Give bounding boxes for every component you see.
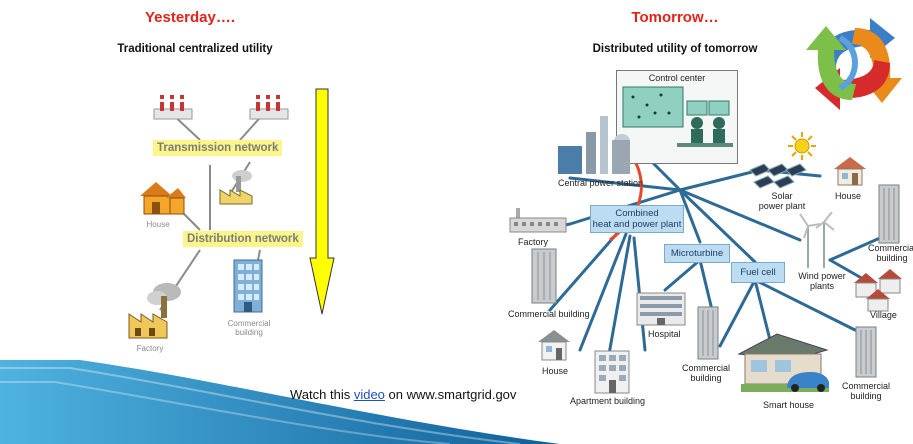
power-plant-icon xyxy=(153,95,193,120)
apartment-building-label: Apartment building xyxy=(570,396,646,406)
factory-icon xyxy=(128,283,181,339)
power-plant-icon xyxy=(249,95,289,120)
combined-heat-power-plant-box: Combined heat and power plant xyxy=(590,205,684,233)
central-power-station-icon xyxy=(558,116,630,174)
house-icon xyxy=(538,330,570,361)
control-center-box: Control center xyxy=(616,70,738,164)
distribution-network-label: Distribution network xyxy=(183,231,303,247)
hospital-icon xyxy=(636,292,686,326)
sun-icon xyxy=(788,132,816,160)
commercial-building-label: Commercial building xyxy=(227,319,271,337)
village-label: Village xyxy=(870,310,897,320)
tomorrow-heading: Tomorrow… xyxy=(631,9,719,26)
solar-panel-icon xyxy=(749,163,807,189)
apartment-building-icon xyxy=(594,350,630,394)
fuel-cell-box: Fuel cell xyxy=(731,262,785,283)
house-label: House xyxy=(146,220,170,229)
hospital-label: Hospital xyxy=(648,329,681,339)
factory-icon xyxy=(219,170,253,205)
commercial-building-label: Commercial building xyxy=(867,243,913,263)
commercial-building-icon xyxy=(233,259,263,313)
commercial-building-label: Commercial building xyxy=(508,309,590,319)
video-caption: Watch this video on www.smartgrid.gov xyxy=(290,387,516,402)
house-icon xyxy=(140,182,186,215)
transmission-network-label: Transmission network xyxy=(153,140,283,156)
smartgrid-arrows-logo xyxy=(806,18,902,110)
control-center-label: Control center xyxy=(648,73,706,83)
factory-icon xyxy=(509,208,567,233)
video-link[interactable]: video xyxy=(353,387,385,402)
distributed-utility-subtitle: Distributed utility of tomorrow xyxy=(592,43,758,55)
commercial-building-icon xyxy=(697,306,719,360)
distributed-grid-lines xyxy=(540,150,882,362)
blue-swoosh-decoration xyxy=(0,360,560,444)
microturbine-box: Microturbine xyxy=(664,244,730,263)
wind-power-plants-label: Wind power plants xyxy=(798,271,846,291)
house-label: House xyxy=(835,191,862,201)
wind-turbine-icon xyxy=(799,212,835,268)
smart-house-icon xyxy=(737,333,829,392)
commercial-building-label: Commercial building xyxy=(841,381,890,401)
control-screen-icon xyxy=(622,86,733,147)
factory-label: Factory xyxy=(136,344,164,353)
traditional-utility-subtitle: Traditional centralized utility xyxy=(117,43,273,55)
video-caption-suffix: on www.smartgrid.gov xyxy=(384,387,517,402)
factory-label: Factory xyxy=(518,237,549,247)
commercial-building-icon xyxy=(531,248,557,304)
solar-power-plant-label: Solar power plant xyxy=(758,191,806,211)
yesterday-heading: Yesterday…. xyxy=(144,9,236,26)
village-icon xyxy=(854,269,902,312)
video-caption-prefix: Watch this xyxy=(290,387,354,402)
house-label: House xyxy=(542,366,569,376)
commercial-building-icon xyxy=(855,326,877,378)
central-power-station-label: Central power station xyxy=(558,178,644,188)
commercial-building-icon xyxy=(878,184,900,244)
house-icon xyxy=(834,157,866,186)
commercial-building-label: Commercial building xyxy=(681,363,730,383)
smart-house-label: Smart house xyxy=(763,400,815,410)
down-arrow-icon xyxy=(309,88,335,315)
